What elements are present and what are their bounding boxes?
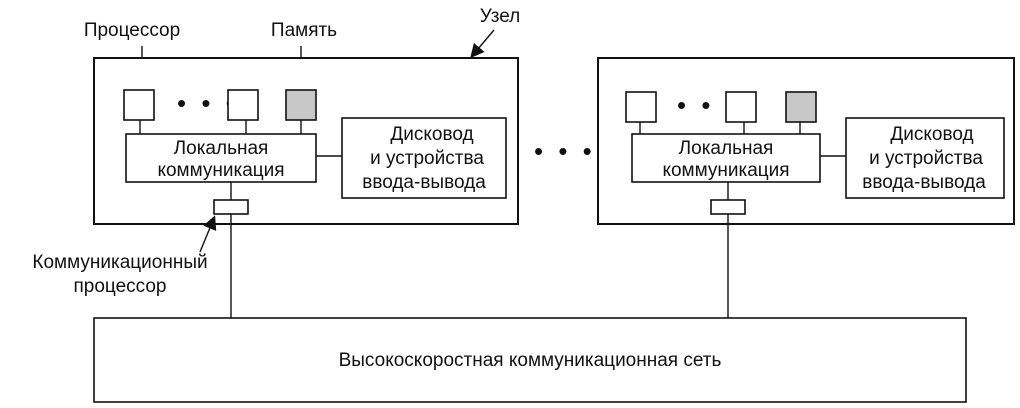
node-1: • • • Локальная коммуникация Дисковод и … (93, 57, 519, 225)
node-arrow (470, 29, 495, 59)
comm-processor-label-1: Коммуникационный (32, 252, 207, 273)
node-2-local-comm-label-2: коммуникация (662, 160, 789, 181)
node-1-disk-label-2: и устройства (370, 148, 484, 169)
node-1-disk-label-3: ввода-вывода (362, 172, 486, 193)
node-1-local-comm-box (125, 133, 317, 183)
node-1-disk-box (341, 117, 507, 199)
node-2: • • • Локальная коммуникация Дисковод и … (597, 57, 1015, 225)
node-1-disk-label-1: Дисковод (390, 124, 473, 145)
comm-processor-label-2: процессор (73, 276, 166, 297)
node-1-local-comm-label-1: Локальная (174, 138, 269, 159)
node-1-local-comm-label-2: коммуникация (157, 160, 284, 181)
node-2-disk-label-3: ввода-вывода (862, 172, 986, 193)
node-1-comm-processor (213, 199, 249, 215)
node-1-processor-box-2 (227, 89, 259, 121)
node-2-disk-label-1: Дисковод (890, 124, 973, 145)
comm-processor-arrow (199, 215, 217, 253)
memory-label: Память (271, 20, 337, 41)
node-2-memory-box (785, 91, 817, 123)
node-1-processor-box-1 (123, 89, 155, 121)
node-2-processor-box-2 (725, 91, 757, 123)
processor-label: Процессор (84, 20, 180, 41)
node-1-processor-ellipsis: • • • (177, 88, 239, 118)
node-2-disk-label-2: и устройства (869, 148, 983, 169)
node-2-processor-box-1 (625, 91, 657, 123)
network-label: Высокоскоростная коммуникационная сеть (339, 350, 722, 371)
node-1-memory-box (285, 89, 317, 121)
nodes-ellipsis: • • • (534, 136, 596, 166)
node-label: Узел (480, 6, 521, 27)
node-2-local-comm-box (631, 133, 821, 183)
node-2-processor-ellipsis: • • • (677, 90, 739, 120)
network-box (93, 317, 967, 403)
node-2-comm-processor (710, 199, 746, 215)
node-2-disk-box (845, 117, 1005, 199)
node-2-local-comm-label-1: Локальная (679, 138, 774, 159)
